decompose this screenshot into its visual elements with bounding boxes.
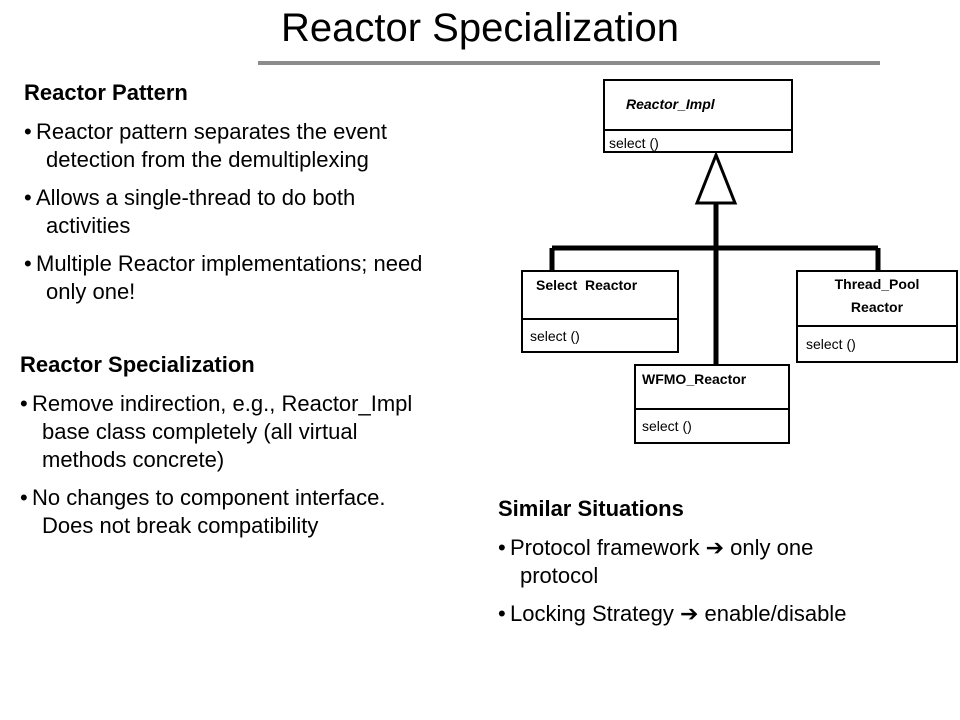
similar-situations-section: Similar Situations • Protocol framework …: [498, 496, 938, 638]
bullet-item: • Protocol framework ➔ only one protocol: [498, 534, 938, 590]
generalization-arrowhead: [694, 150, 738, 205]
section-heading: Reactor Pattern: [24, 80, 188, 105]
reactor-pattern-section: Reactor Pattern • Reactor pattern separa…: [24, 80, 524, 316]
bullet-item: • Reactor pattern separates the event de…: [24, 118, 524, 174]
class-operation: select (): [642, 418, 692, 434]
bullet-item: • Allows a single-thread to do both acti…: [24, 184, 524, 240]
bullet-dot: •: [24, 251, 32, 276]
bullet-text-continued: protocol: [520, 563, 599, 588]
class-operation: select (): [530, 328, 580, 344]
bullet-dot: •: [20, 485, 28, 510]
class-box: [521, 270, 679, 353]
bullet-dot: •: [498, 601, 506, 626]
class-box: [796, 270, 958, 363]
section-heading: Reactor Specialization: [20, 352, 255, 377]
class-operation: select (): [806, 336, 856, 352]
bullet-text: Locking Strategy ➔ enable/disable: [510, 601, 847, 626]
class-name: Select Reactor: [536, 277, 638, 293]
bullet-dot: •: [24, 185, 32, 210]
class-thread-pool-reactor: Thread_Pool Reactor select (): [796, 270, 958, 363]
bullet-text: Remove indirection, e.g., Reactor_Impl: [32, 391, 413, 416]
bullet-text-continued: only one!: [46, 279, 136, 304]
bullet-text-continued: detection from the demultiplexing: [46, 147, 369, 172]
class-name: Thread_Pool: [835, 276, 920, 292]
class-reactor-impl: Reactor_Impl select (): [603, 79, 793, 153]
bullet-text-continued: base class completely (all virtual: [42, 419, 358, 444]
section-heading: Similar Situations: [498, 496, 684, 521]
class-name: WFMO_Reactor: [642, 371, 747, 387]
bullet-text: Allows a single-thread to do both: [36, 185, 356, 210]
bullet-text: Reactor pattern separates the event: [36, 119, 387, 144]
bullet-dot: •: [24, 119, 32, 144]
class-box: [634, 364, 790, 444]
class-name: Reactor_Impl: [626, 96, 716, 112]
bullet-item: • Locking Strategy ➔ enable/disable: [498, 600, 938, 628]
bullet-text: Protocol framework ➔ only one: [510, 535, 814, 560]
bullet-item: • Multiple Reactor implementations; need…: [24, 250, 524, 306]
bullet-dot: •: [20, 391, 28, 416]
bullet-dot: •: [498, 535, 506, 560]
bullet-list: • Protocol framework ➔ only one protocol…: [498, 534, 938, 628]
inheritance-connectors: [549, 203, 881, 365]
bullet-text-continued: activities: [46, 213, 131, 238]
bullet-text-continued: methods concrete): [42, 447, 225, 472]
class-box: [603, 79, 793, 153]
title-underline: [258, 61, 880, 65]
bullet-item: • No changes to component interface. Doe…: [20, 484, 520, 540]
class-name-continued: Reactor: [851, 299, 904, 315]
bullet-text: No changes to component interface.: [32, 485, 386, 510]
class-select-reactor: Select Reactor select (): [521, 270, 679, 353]
bullet-list: • Reactor pattern separates the event de…: [24, 118, 524, 306]
bullet-text: Multiple Reactor implementations; need: [36, 251, 423, 276]
class-operation: select (): [609, 135, 659, 151]
slide-title: Reactor Specialization: [281, 6, 679, 50]
bullet-list: • Remove indirection, e.g., Reactor_Impl…: [20, 390, 520, 540]
class-wfmo-reactor: WFMO_Reactor select (): [634, 364, 790, 444]
bullet-item: • Remove indirection, e.g., Reactor_Impl…: [20, 390, 520, 474]
reactor-specialization-section: Reactor Specialization • Remove indirect…: [20, 352, 520, 550]
bullet-text-continued: Does not break compatibility: [42, 513, 319, 538]
